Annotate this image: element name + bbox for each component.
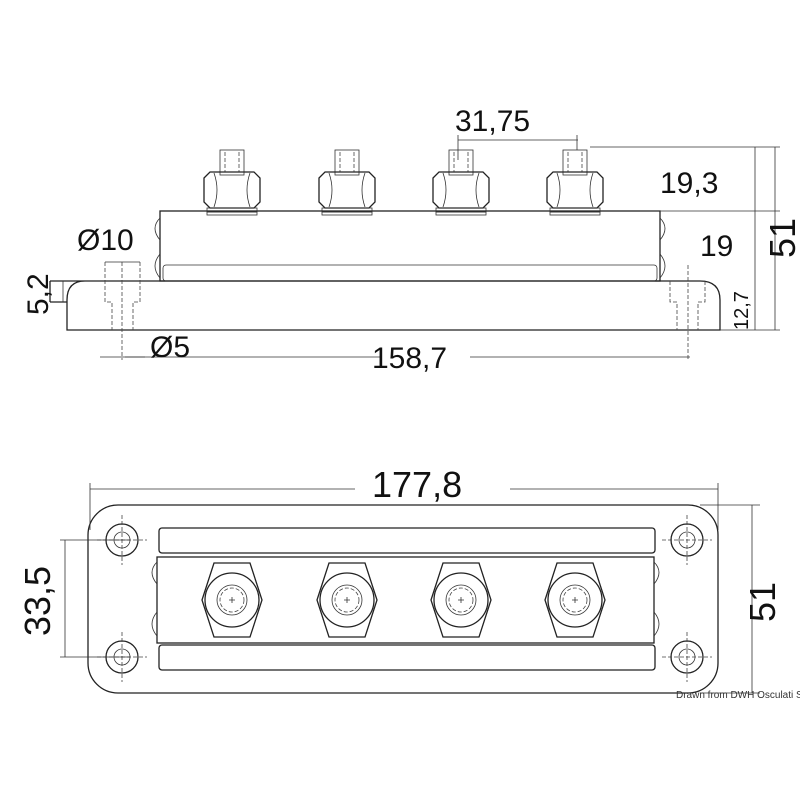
slot-bottom — [158, 644, 656, 671]
busbar-block — [159, 210, 661, 282]
dim-total-width: 51 — [742, 582, 783, 622]
terminal-stud-side — [546, 149, 604, 216]
terminal-stud-side — [318, 149, 376, 216]
dim-stud-height: 19,3 — [660, 167, 718, 200]
busbar-block-top — [156, 556, 655, 644]
side-view: 31,75 19,3 19 12,7 51 Ø10 5,2 Ø5 158,7 — [22, 105, 800, 375]
dimension-lines-top — [60, 483, 760, 694]
dim-block-height: 19 — [700, 230, 733, 263]
terminal-stud-side — [432, 149, 490, 216]
dim-hole-diameter: Ø5 — [150, 331, 190, 364]
terminal-stud-top — [544, 562, 606, 638]
slot-top — [158, 527, 656, 554]
side-bumps-top — [151, 561, 660, 637]
dim-counterbore-depth: 5,2 — [22, 273, 55, 315]
terminal-stud-top — [430, 562, 492, 638]
dim-hole-spacing: 158,7 — [372, 342, 447, 375]
dim-stud-pitch: 31,75 — [455, 105, 530, 138]
side-bumps — [154, 217, 666, 279]
terminal-stud-top — [316, 562, 378, 638]
terminal-stud-top — [201, 562, 263, 638]
dim-total-length: 177,8 — [372, 464, 462, 505]
dim-base-height: 12,7 — [731, 291, 753, 330]
base-plate — [50, 280, 721, 331]
dim-hole-spacing-vertical: 33,5 — [17, 566, 58, 636]
mounting-hole-left — [104, 262, 141, 360]
mounting-hole — [662, 515, 712, 565]
dim-total-height: 51 — [762, 218, 800, 258]
top-view: 177,8 33,5 51 — [17, 464, 783, 694]
dimension-lines-side — [62, 135, 780, 358]
credit-text: Drawn from DWH Osculati Srl — [676, 690, 800, 701]
mounting-hole-right — [669, 265, 706, 360]
base-plate-top — [87, 504, 719, 694]
terminal-stud-side — [203, 149, 261, 216]
mounting-hole — [662, 632, 712, 682]
dim-counterbore: Ø10 — [77, 224, 134, 257]
